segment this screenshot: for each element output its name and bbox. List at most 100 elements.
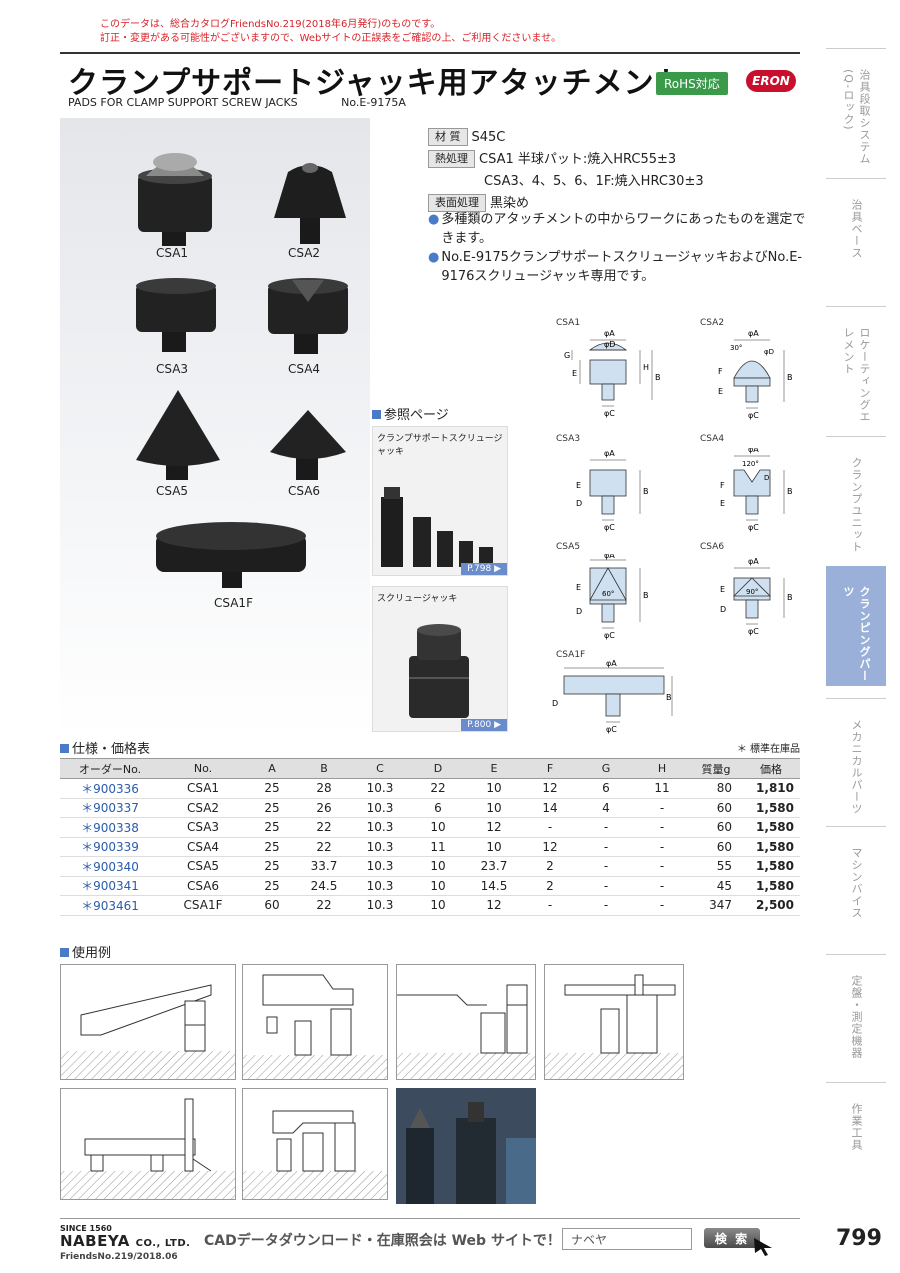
cell-d: 6 <box>410 798 466 818</box>
page-number: 799 <box>836 1226 882 1251</box>
product-photo-area: CSA1 CSA2 CSA3 CSA4 CSA5 CSA6 CSA1F <box>60 118 370 738</box>
reference-clamp-support-jack[interactable]: クランプサポートスクリュージャッキ P.798 ▶ <box>372 426 508 576</box>
usage-photo <box>396 1088 536 1204</box>
cell-order-no[interactable]: ＊900340 <box>60 856 160 877</box>
search-input[interactable] <box>562 1228 692 1250</box>
page-link-798[interactable]: P.798 ▶ <box>461 563 507 575</box>
drawing-label-csa2: CSA2 <box>700 318 725 328</box>
cell-g: - <box>578 856 634 877</box>
footer-divider <box>60 1218 800 1219</box>
reference-caption: クランプサポートスクリュージャッキ <box>377 434 503 457</box>
dim-f: F <box>718 367 723 376</box>
dim-phi-a: φA <box>606 660 617 668</box>
sidebar-tab-measuring[interactable]: 定盤・測定機器 <box>826 954 886 1072</box>
cell-f: - <box>522 817 578 838</box>
cell-h: - <box>634 817 690 838</box>
cell-a: 25 <box>246 856 298 877</box>
cad-download-text: CADデータダウンロード・在庫照会は Web サイトで！ <box>204 1233 561 1249</box>
cell-mass: 80 <box>690 778 742 799</box>
section-square-icon <box>60 948 69 957</box>
cell-d: 10 <box>410 895 466 916</box>
cell-h: 11 <box>634 778 690 799</box>
spec-price-table: オーダーNo. No. A B C D E F G H 質量g 価格 ＊9003… <box>60 758 800 916</box>
sidebar-tab-tools[interactable]: 作業工具 <box>826 1082 886 1200</box>
cell-order-no[interactable]: ＊900338 <box>60 817 160 838</box>
dim-phi-c: φC <box>604 409 615 418</box>
surface-treatment-key: 表面処理 <box>428 194 486 212</box>
dim-b: B <box>787 487 793 496</box>
notice-line-1: このデータは、総合カタログFriendsNo.219(2018年6月発行)のもの… <box>100 19 441 30</box>
dim-phi-c: φC <box>748 523 759 532</box>
cell-no: CSA4 <box>160 837 246 857</box>
cell-f: 14 <box>522 798 578 818</box>
clamp-jack-image <box>381 487 493 567</box>
sidebar-tab-qlock[interactable]: 治具段取システム(Q-ロック) <box>826 48 886 166</box>
dim-b: B <box>787 373 793 382</box>
section-square-icon <box>60 744 69 753</box>
cell-order-no[interactable]: ＊900337 <box>60 798 160 818</box>
cell-price: 1,580 <box>742 798 800 818</box>
cell-g: - <box>578 817 634 838</box>
dim-phi-a: φA <box>604 330 615 338</box>
spec-table-title: 仕様・価格表 <box>60 738 150 757</box>
cell-order-no[interactable]: ＊900336 <box>60 778 160 799</box>
cell-no: CSA1 <box>160 778 246 799</box>
csa1-label: CSA1 <box>156 246 189 260</box>
dim-phi-d: φD <box>764 348 774 356</box>
drawing-label-csa5: CSA5 <box>556 542 581 552</box>
cell-mass: 55 <box>690 856 742 877</box>
page-link-800[interactable]: P.800 ▶ <box>461 719 507 731</box>
reference-screw-jack[interactable]: スクリュージャッキ P.800 ▶ <box>372 586 508 732</box>
cell-a: 60 <box>246 895 298 916</box>
dim-b: B <box>643 487 649 496</box>
csa6-image <box>270 410 346 480</box>
csa1f-label: CSA1F <box>214 596 253 610</box>
cell-order-no[interactable]: ＊900339 <box>60 837 160 857</box>
eron-logo: ERON <box>746 70 796 92</box>
cell-g: - <box>578 837 634 857</box>
cell-no: CSA3 <box>160 817 246 838</box>
reference-title: 参照ページ <box>372 404 449 423</box>
heat-treatment-value-1: CSA1 半球パット:焼入HRC55±3 <box>479 152 677 167</box>
cell-b: 22 <box>298 837 350 857</box>
col-b: B <box>298 758 350 779</box>
since-label: SINCE 1560 <box>60 1224 112 1233</box>
cell-b: 28 <box>298 778 350 799</box>
stock-note: ＊ 標準在庫品 <box>736 744 800 755</box>
sidebar-tab-vise[interactable]: マシンバイス <box>826 826 886 944</box>
cell-g: - <box>578 895 634 916</box>
heat-treatment-key: 熱処理 <box>428 150 475 168</box>
notice-line-2: 訂正・変更がある可能性がございますので、Webサイトの正誤表をご確認の上、ご利用… <box>100 33 562 44</box>
sidebar-tab-clamp-unit[interactable]: クランプユニット <box>826 436 886 554</box>
dim-e: E <box>572 369 577 378</box>
search-button[interactable]: 検 索 <box>704 1228 760 1248</box>
cell-h: - <box>634 895 690 916</box>
cell-e: 23.7 <box>466 856 522 877</box>
csa1f-drawing: φA φC B D <box>552 660 673 734</box>
cell-f: 12 <box>522 837 578 857</box>
cell-mass: 45 <box>690 876 742 896</box>
drawing-label-csa4: CSA4 <box>700 434 725 444</box>
cell-d: 10 <box>410 817 466 838</box>
cell-price: 1,580 <box>742 817 800 838</box>
cell-no: CSA1F <box>160 895 246 916</box>
sidebar-tab-jig-base[interactable]: 治具ベース <box>826 178 886 296</box>
csa3-image <box>136 278 216 352</box>
cell-order-no[interactable]: ＊900341 <box>60 876 160 896</box>
usage-example-4 <box>544 964 684 1080</box>
cell-c: 10.3 <box>350 856 410 877</box>
cell-no: CSA2 <box>160 798 246 818</box>
cursor-arrow-icon <box>754 1238 772 1256</box>
col-no: No. <box>160 758 246 779</box>
dim-b: B <box>787 593 793 602</box>
cell-order-no[interactable]: ＊903461 <box>60 895 160 916</box>
cell-mass: 60 <box>690 798 742 818</box>
sidebar-tab-clamping-parts[interactable]: クランピングパーツ <box>826 566 886 686</box>
subtitle: PADS FOR CLAMP SUPPORT SCREW JACKS No.E-… <box>68 96 406 109</box>
sidebar-tab-mechanical[interactable]: メカニカルパーツ <box>826 698 886 816</box>
reference-caption: スクリュージャッキ <box>377 594 458 604</box>
csa5-label: CSA5 <box>156 484 189 498</box>
sidebar-tab-locating[interactable]: ロケーティングエレメント <box>826 306 886 424</box>
